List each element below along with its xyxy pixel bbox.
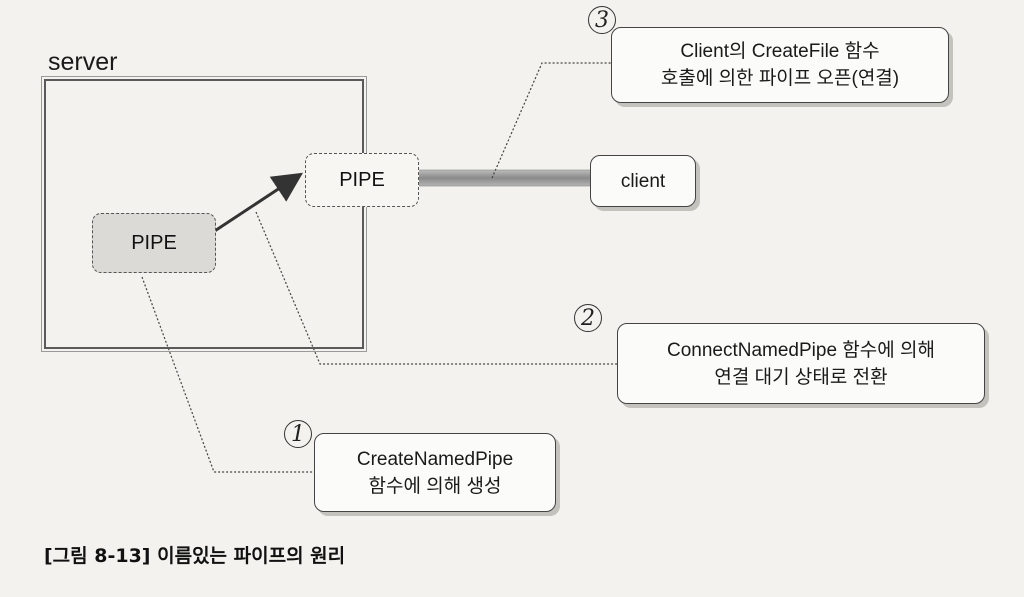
step-3-marker: 3 <box>588 6 616 34</box>
pipe-outer-box: PIPE <box>305 153 419 207</box>
note-step-3: Client의 CreateFile 함수 호출에 의한 파이프 오픈(연결) <box>611 27 949 103</box>
note2-line2: 연결 대기 상태로 전환 <box>714 366 888 388</box>
pipe-outer-label: PIPE <box>339 168 385 191</box>
pipe-tube <box>409 169 603 187</box>
server-box <box>41 76 367 352</box>
note3-line2: 호출에 의한 파이프 오픈(연결) <box>660 68 900 89</box>
note3-line1: Client의 CreateFile 함수 <box>680 41 880 62</box>
leader-line-1 <box>141 276 314 473</box>
note2-line1: ConnectNamedPipe 함수에 의해 <box>666 339 935 361</box>
pipe-inner-label: PIPE <box>131 231 177 254</box>
figure-caption: [그림 8-13] 이름있는 파이프의 원리 <box>44 545 346 567</box>
note1-line1: CreateNamedPipe <box>356 448 514 470</box>
note1-line2: 함수에 의해 생성 <box>368 475 502 497</box>
pipe-inner-box: PIPE <box>92 213 216 273</box>
leader-line-3 <box>491 62 611 179</box>
leader-line-2 <box>255 211 617 365</box>
note-step-2: ConnectNamedPipe 함수에 의해 연결 대기 상태로 전환 <box>617 323 985 404</box>
client-label: client <box>620 170 666 192</box>
step-1-marker: 1 <box>284 420 312 448</box>
server-label: server <box>48 48 118 76</box>
step-2-marker: 2 <box>574 304 602 332</box>
note-step-1: CreateNamedPipe 함수에 의해 생성 <box>314 433 556 512</box>
client-box: client <box>590 155 696 207</box>
